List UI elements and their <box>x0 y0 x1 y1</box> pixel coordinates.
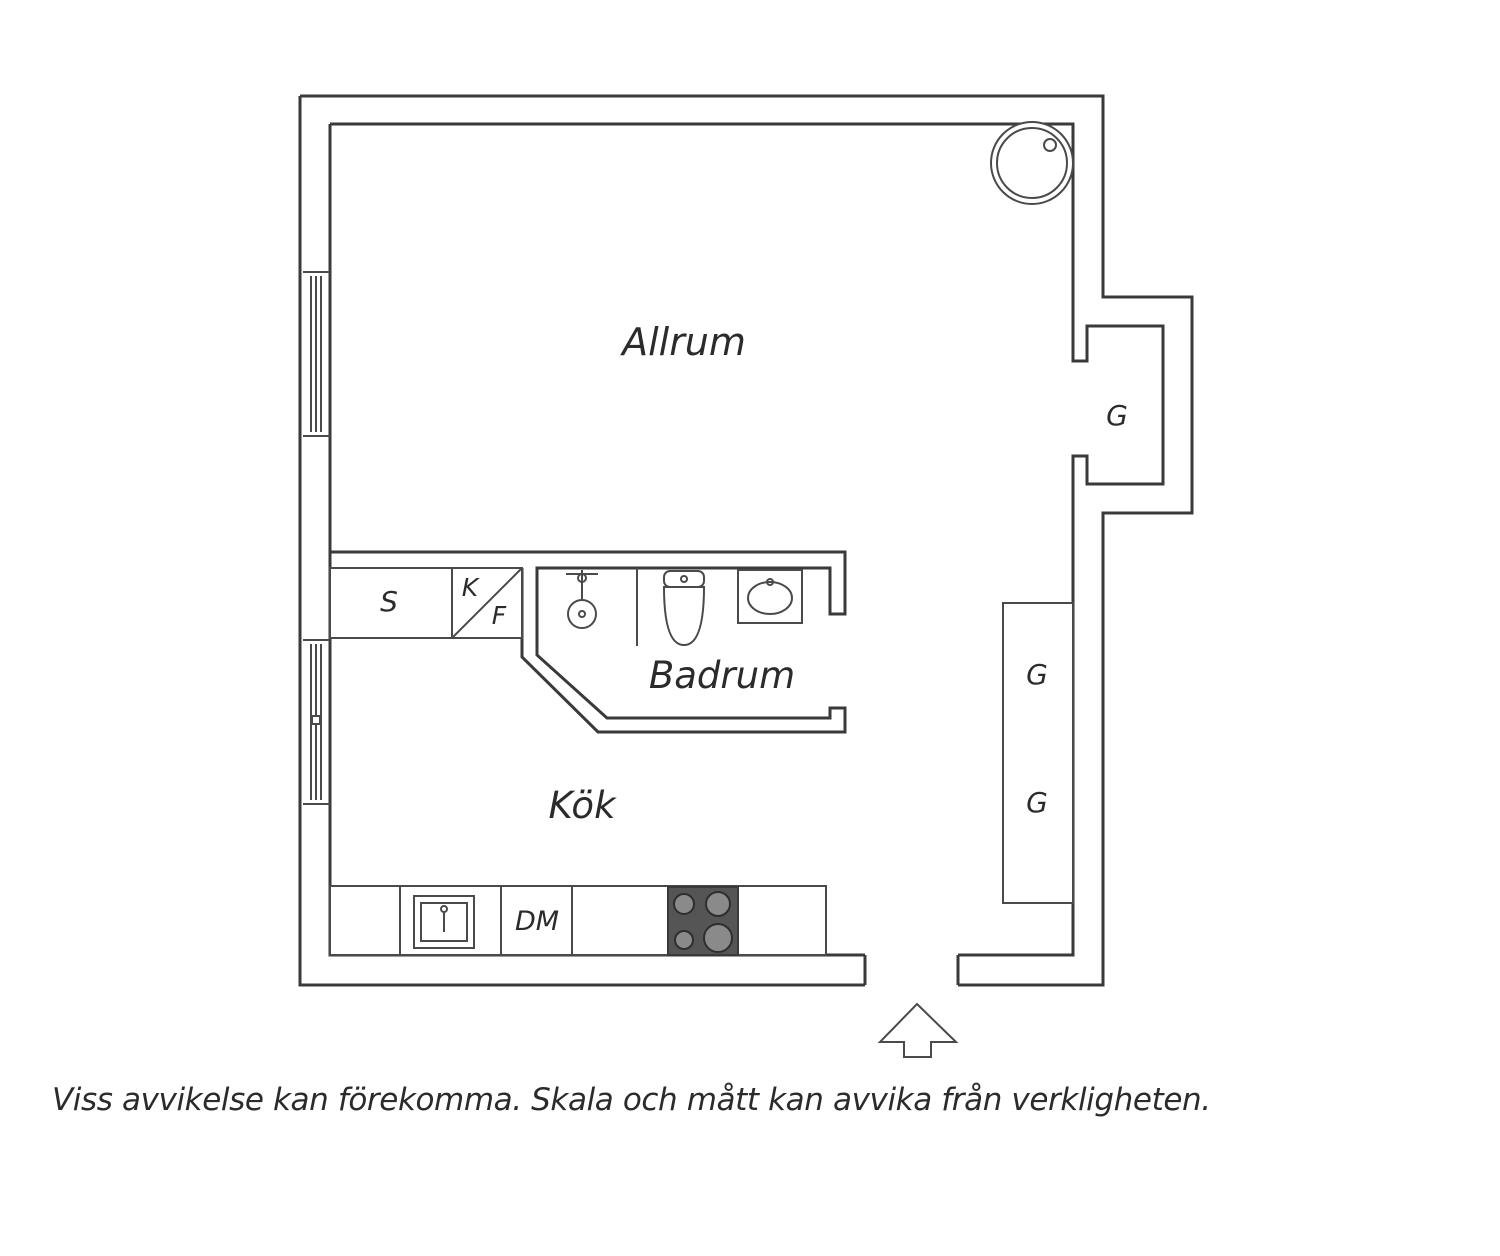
storage-label: S <box>380 585 398 618</box>
wardrobe <box>1002 602 1074 904</box>
wardrobe-label-lower: G <box>1026 786 1048 819</box>
room-label-kok: Kök <box>548 784 617 827</box>
partition-walls <box>330 550 847 734</box>
disclaimer-text: Viss avvikelse kan förekomma. Skala och … <box>52 1082 1211 1118</box>
stove-icon <box>667 886 739 956</box>
room-label-badrum: Badrum <box>649 654 795 697</box>
closet-label-hall: G <box>1106 399 1128 432</box>
round-table-icon <box>990 121 1074 205</box>
freezer-label-f: F <box>492 601 507 630</box>
entrance-arrow-icon <box>877 1002 959 1058</box>
storage-cabinets <box>329 567 523 639</box>
dishwasher-label: DM <box>515 906 559 937</box>
shower-icon <box>566 570 598 629</box>
fridge-label-k: K <box>462 573 481 602</box>
window-lower <box>303 639 330 805</box>
kitchen-counter <box>329 885 827 956</box>
window-upper <box>303 271 330 437</box>
sink-icon <box>413 895 475 949</box>
room-label-allrum: Allrum <box>619 320 746 364</box>
washbasin-icon <box>737 569 803 624</box>
wardrobe-label-upper: G <box>1026 658 1048 691</box>
toilet-icon <box>662 570 706 647</box>
